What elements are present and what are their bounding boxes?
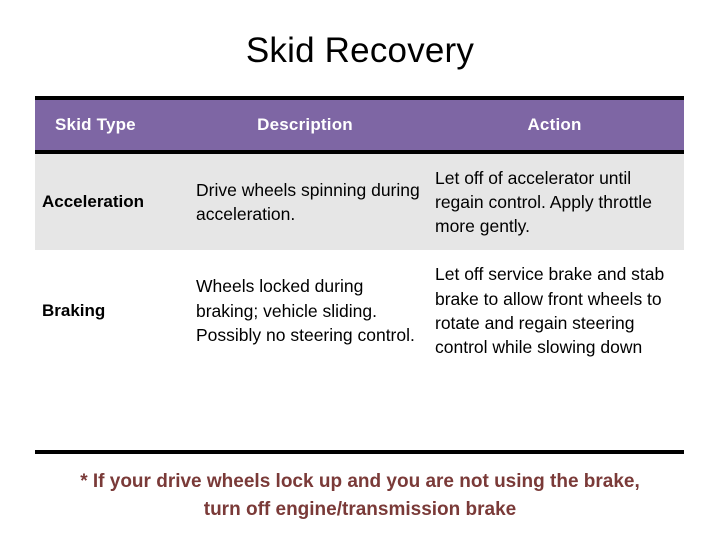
cell-description: Wheels locked during braking; vehicle sl… xyxy=(196,276,415,345)
table-row: Acceleration Drive wheels spinning durin… xyxy=(35,152,684,251)
column-header-skid-type: Skid Type xyxy=(55,115,136,134)
cell-action: Let off of accelerator until regain cont… xyxy=(435,168,652,237)
cell-description: Drive wheels spinning during acceleratio… xyxy=(196,180,420,225)
skid-recovery-table: Skid Type Description Action Acceleratio… xyxy=(35,96,684,371)
table-row: Braking Wheels locked during braking; ve… xyxy=(35,250,684,371)
cell-skid-type: Braking xyxy=(42,300,106,320)
table-bottom-rule xyxy=(35,450,684,454)
column-header-description: Description xyxy=(257,115,353,134)
footnote-line-1: * If your drive wheels lock up and you a… xyxy=(80,471,640,492)
footnote-line-2: turn off engine/transmission brake xyxy=(203,498,517,520)
column-header-action: Action xyxy=(527,115,582,134)
cell-skid-type: Acceleration xyxy=(42,192,145,212)
footnote: * If your drive wheels lock up and you a… xyxy=(30,468,690,523)
cell-action: Let off service brake and stab brake to … xyxy=(435,264,665,357)
page-title: Skid Recovery xyxy=(245,31,475,70)
table-header-row: Skid Type Description Action xyxy=(35,98,684,152)
